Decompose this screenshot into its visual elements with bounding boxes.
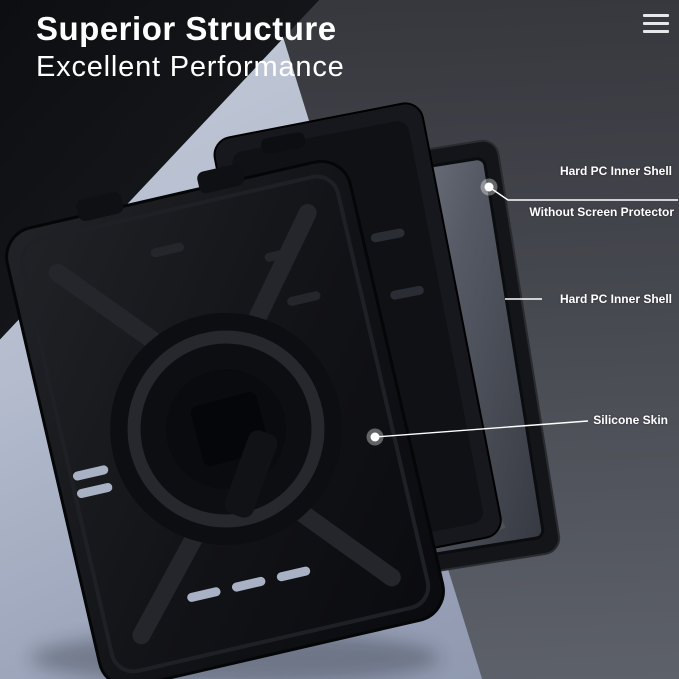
vent-slot — [150, 242, 185, 258]
x-ridge — [248, 203, 317, 326]
front-case — [5, 159, 445, 679]
cutout-slot — [232, 576, 266, 592]
top-latch — [76, 192, 124, 222]
menu-icon-bar — [643, 22, 669, 25]
vent-slot — [370, 228, 405, 243]
menu-icon-bar — [643, 30, 669, 33]
vent-slot — [264, 247, 299, 262]
callout-label-hard-pc-inner-shell-top: Hard PC Inner Shell — [559, 164, 672, 178]
title-block: Superior Structure Excellent Performance — [36, 8, 345, 86]
vent-slot — [287, 291, 321, 306]
callout-label-silicone-skin: Silicone Skin — [593, 413, 668, 427]
menu-icon — [643, 14, 669, 38]
x-ridge — [132, 524, 206, 645]
cutout-slot — [187, 587, 221, 602]
x-ridge — [291, 503, 401, 587]
cutout-slot — [72, 465, 109, 481]
cutout-slot — [76, 482, 113, 499]
vent-slot — [390, 285, 424, 300]
title-line-2: Excellent Performance — [36, 51, 345, 84]
callout-label-hard-pc-inner-shell-mid: Hard PC Inner Shell — [559, 292, 672, 306]
top-latch — [197, 164, 245, 194]
menu-icon-bar — [643, 14, 669, 17]
x-ridge — [48, 263, 165, 352]
callout-label-without-screen-protector: Without Screen Protector — [529, 205, 674, 219]
cutout-slot — [276, 566, 311, 582]
title-line-1: Superior Structure — [36, 10, 337, 47]
